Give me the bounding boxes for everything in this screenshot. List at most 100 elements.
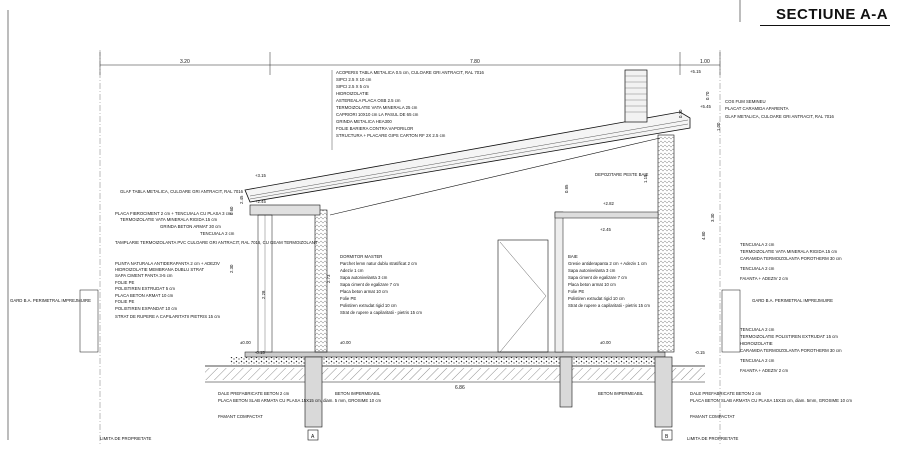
level-282: +2.82 xyxy=(603,201,614,206)
level-top: +5.15 xyxy=(690,69,701,74)
dim-bottom: 6.86 xyxy=(455,385,465,391)
foundation-right-0: DALE PREFABRICATE BETON 2 cm xyxy=(690,391,762,396)
roof-layer-4: ASTEREALA PLACA OSB 2.5 cm xyxy=(336,98,401,103)
fence-right xyxy=(721,289,741,353)
roof-layer-7: GRINDA METALICA HEA300 xyxy=(336,119,392,124)
dim-top-2: 7.80 xyxy=(470,59,480,65)
roof-layer-9: STRUCTURA + PLACARE GIPS CARTON RF 2X 2.… xyxy=(336,133,446,138)
foundation-right-1: PLACA BETON SLAB ARMATA CU PLASA 15X15 c… xyxy=(690,398,852,403)
vdim-030: 0.30 xyxy=(678,109,683,118)
chimney-brick xyxy=(625,75,647,113)
right-lower-2: HIDROIZOLATIE xyxy=(740,341,773,346)
foundation-right-2: PAMANT COMPACTAT xyxy=(690,414,735,419)
vdim-245: 2.45 xyxy=(239,195,244,204)
level-zero-left: ±0.00 xyxy=(240,340,251,345)
chimney xyxy=(624,69,648,123)
foundation-right xyxy=(654,356,673,428)
foundation-left-1: PLACA BETON SLAB ARMATA CU PLASA 15X15 c… xyxy=(218,398,382,403)
property-limit-left: LIMITA DE PROPRIETATE xyxy=(100,436,151,441)
level-zero-right: ±0.00 xyxy=(600,340,611,345)
room2-layer-0: Gresie antiderapanta 2 cm + Adeziv 1 cm xyxy=(568,261,647,266)
vdim-115: 1.15 xyxy=(643,174,648,183)
title-underline xyxy=(760,25,890,26)
wall-right xyxy=(657,134,675,353)
room1-title: DORMITOR MASTER xyxy=(340,254,382,259)
vdim-330: 3.30 xyxy=(710,213,715,222)
left-note-1: PLACA FIBROCIMENT 2 cm + TENCUIALA CU PL… xyxy=(115,211,232,216)
room1-layer-1: Adeziv 1 cm xyxy=(340,268,364,273)
dim-top-1: 3.20 xyxy=(180,59,190,65)
foundation-left-2: PAMANT COMPACTAT xyxy=(218,414,263,419)
roof-layer-0: ACOPERIS TABLA METALICA 0.5 cm, CULOARE … xyxy=(336,70,485,75)
earth-hatch xyxy=(205,368,705,380)
left-notes: GLAF TABLA METALICA, CULOARE GRI ANTRACI… xyxy=(115,189,318,319)
right-lower-5: FAIANTA + ADEZIV 2 cm xyxy=(740,368,788,373)
left-note-14: STRAT DE RUPERE A CAPILARITATII PIETRIS … xyxy=(115,314,220,319)
roof-layer-3: HIDROIZOLATIE xyxy=(336,91,369,96)
level-245b: +2.45 xyxy=(600,227,611,232)
drawing-title: SECTIUNE A-A xyxy=(776,6,889,23)
property-limit-right: LIMITA DE PROPRIETATE xyxy=(687,436,738,441)
right-top-2: GLAF METALICA, CULOARE GRI ANTRACIT, RAL… xyxy=(725,114,834,119)
vdim-100: 1.00 xyxy=(716,122,721,131)
roof-layer-8: FOLIE BARIERA CONTRA VAPORILOR xyxy=(336,126,413,131)
vdim-480: 4.80 xyxy=(701,231,706,240)
roof-layer-line xyxy=(249,119,689,197)
dim-top-3: 1.00 xyxy=(700,59,710,65)
room1-layer-3: Sapa ciment de egalizare 7 cm xyxy=(340,282,399,287)
room2-layer-5: Polistiren extrudat rigid 10 cm xyxy=(568,296,625,301)
vdim-273: 2.73 xyxy=(326,274,331,283)
right-top-0: COS FUM SEMINEU xyxy=(725,99,766,104)
right-upper-3: TENCUIALA 2 cm xyxy=(740,266,775,271)
level-neg-right: -0.15 xyxy=(695,350,705,355)
left-note-4: TENCUIALA 2 cm xyxy=(200,231,235,236)
room2-layer-6: Strat de rupere a capilaritatii - pietri… xyxy=(568,303,650,308)
roof-layer-line-2 xyxy=(249,123,689,200)
axis-label-a: A xyxy=(311,434,315,440)
left-note-9: FOLIE PE xyxy=(115,280,134,285)
fence-label-right: GARD B.A. PERIMETRAL IMPREJMUIRE xyxy=(752,298,833,303)
room1-layer-2: Sapa autonivelanta 3 cm xyxy=(340,275,388,280)
level-245: +2.45 xyxy=(255,199,266,204)
room1-layer-6: Polistiren extrudat rigid 10 cm xyxy=(340,303,397,308)
floor-slab xyxy=(244,351,666,358)
right-upper-4: FAIANTA + ADEZIV 2 cm xyxy=(740,276,788,281)
left-note-13: POLISTIREN EXPANDAT 10 cm xyxy=(115,306,178,311)
bath-ceiling-slab xyxy=(554,211,659,219)
axis-label-b: B xyxy=(665,434,669,440)
room2-layer-1: Sapa autonivelanta 3 cm xyxy=(568,268,616,273)
room2-layer-4: Folie PE xyxy=(568,289,584,294)
right-lower-3: CARAMIDA TERMOIZOLANTA POROTHERM 30 cm xyxy=(740,348,842,353)
right-notes-lower: TENCUIALA 2 cm TERMOIZOLATIE POLISTIREN … xyxy=(740,327,842,373)
partition-wall xyxy=(554,211,564,353)
beton-impermeabil-left: BETON IMPERMEABIL xyxy=(335,391,381,396)
beton-impermeabil-right: BETON IMPERMEABIL xyxy=(598,391,644,396)
room2-title: BAIE xyxy=(568,254,578,259)
axis-marker-b xyxy=(661,429,673,441)
left-note-3: GRINDA BETON ARMAT 30 cm xyxy=(160,224,221,229)
vdim-070: 0.70 xyxy=(705,91,710,100)
axis-marker-a xyxy=(307,429,319,441)
door-opening xyxy=(497,239,549,353)
right-lower-1: TERMOIZOLATIE POLISTIREN EXTRUDAT 15 cm xyxy=(740,334,838,339)
fence-label-left: GARD B.A. PERIMETRAL IMPREJMUIRE xyxy=(10,298,91,303)
ceiling-line xyxy=(329,137,661,216)
left-note-7: HIDROIZOLATIE MEMBRANA DUBLU STRAT xyxy=(115,267,205,272)
vdim-228: 2.28 xyxy=(261,290,266,299)
foundation-left-0: DALE PREFABRICATE BETON 2 cm xyxy=(218,391,290,396)
gravel-layer xyxy=(230,357,670,365)
door-swing xyxy=(499,241,547,353)
roof-slab xyxy=(244,111,691,203)
room1-layer-4: Placa beton armat 10 cm xyxy=(340,289,388,294)
level-zero-mid: ±0.00 xyxy=(340,340,351,345)
level-ridge: +5.45 xyxy=(700,104,711,109)
left-note-2: TERMOIZOLATIE VATA MINERALA RIGIDA 15 cm xyxy=(120,217,218,222)
room-bath-notes: BAIE Gresie antiderapanta 2 cm + Adeziv … xyxy=(568,254,650,308)
left-note-0: GLAF TABLA METALICA, CULOARE GRI ANTRACI… xyxy=(120,189,244,194)
left-note-12: FOLIE PE xyxy=(115,299,134,304)
foundation-mid xyxy=(559,356,573,408)
vdim-085: 0.85 xyxy=(564,184,569,193)
roof-layers-note: ACOPERIS TABLA METALICA 0.5 cm, CULOARE … xyxy=(331,70,485,150)
